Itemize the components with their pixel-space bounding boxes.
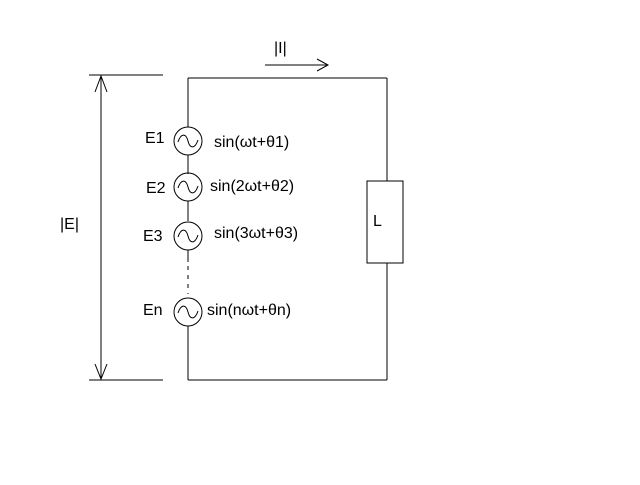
source-e3-expr: sin(3ωt+θ3) [214,225,299,242]
source-e2-expr: sin(2ωt+θ2) [210,178,295,195]
sine-icon [177,305,199,319]
source-e1-name: E1 [145,130,165,147]
source-e1-expr: sin(ωt+θ1) [214,134,290,151]
load-label: L [373,213,382,230]
source-en-expr: sin(nωt+θn) [207,302,292,319]
sine-icon [177,229,199,243]
source-en-name: En [143,302,163,319]
sine-icon [177,180,199,194]
voltage-label: |E| [60,216,79,233]
source-e2-name: E2 [146,180,166,197]
load-box [366,180,404,264]
source-e3-name: E3 [143,228,163,245]
voltage-arrow-top [94,74,108,93]
current-arrow-head [316,58,330,72]
current-label: |I| [274,40,287,57]
sine-icon [177,134,199,148]
voltage-arrow-bottom [94,363,108,381]
